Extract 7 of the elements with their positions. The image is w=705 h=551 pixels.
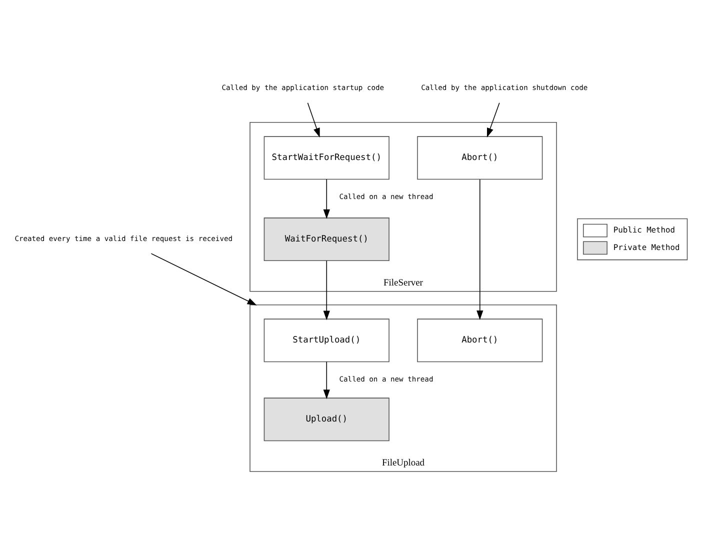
node-text: Created every time a valid file request is received [14,234,233,243]
node-text: Called by the application shutdown code [421,82,588,92]
node-text: Called by the application startup code [222,82,384,92]
edge-label: Called on a new thread [339,192,434,201]
edge-label: Called on a new thread [339,374,434,384]
legend-label: Private Method [613,242,680,252]
legend-label: Public Method [613,225,676,234]
